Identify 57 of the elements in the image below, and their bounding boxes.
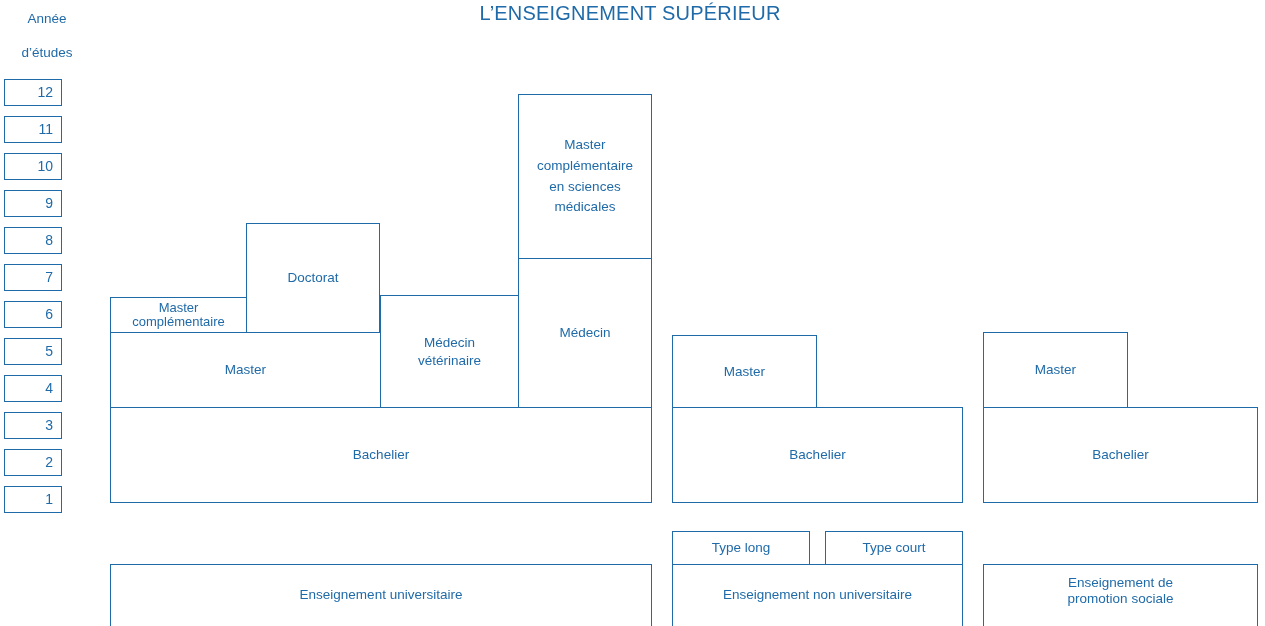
program-box bbox=[110, 297, 247, 333]
sector-box bbox=[672, 564, 963, 626]
program-box bbox=[983, 332, 1128, 409]
type-box bbox=[672, 531, 810, 565]
node-label: Bachelier bbox=[789, 445, 846, 464]
node-label: Enseignement universitaire bbox=[299, 586, 463, 604]
year-number: 7 bbox=[45, 267, 53, 287]
year-box bbox=[4, 338, 62, 365]
year-box bbox=[4, 412, 62, 439]
year-number: 9 bbox=[45, 193, 53, 213]
program-box bbox=[672, 335, 817, 409]
sector-box bbox=[110, 564, 652, 626]
year-number: 6 bbox=[45, 304, 53, 324]
node-label: Master bbox=[723, 362, 766, 381]
node-label: Master bbox=[224, 360, 267, 379]
node-label: Master complémentaire en sciences médicales bbox=[535, 135, 634, 217]
year-number: 4 bbox=[45, 378, 53, 398]
year-box bbox=[4, 264, 62, 291]
program-box bbox=[518, 94, 652, 259]
node-label: Bachelier bbox=[352, 445, 410, 464]
year-box bbox=[4, 190, 62, 217]
program-box bbox=[672, 407, 963, 503]
year-box bbox=[4, 79, 62, 106]
year-number: 10 bbox=[37, 156, 53, 176]
year-box bbox=[4, 301, 62, 328]
axis-title: Année d’études bbox=[20, 10, 74, 62]
program-box bbox=[110, 407, 652, 503]
program-box bbox=[983, 407, 1258, 503]
node-label: Médecin bbox=[559, 323, 611, 342]
year-number: 11 bbox=[38, 119, 53, 139]
program-box bbox=[246, 223, 380, 334]
year-box bbox=[4, 449, 62, 476]
year-number: 3 bbox=[45, 415, 53, 435]
node-label: Enseignement non universitaire bbox=[722, 586, 913, 604]
diagram-title: L’ENSEIGNEMENT SUPÉRIEUR bbox=[478, 1, 782, 25]
node-label: Type court bbox=[862, 538, 926, 557]
program-box bbox=[110, 332, 381, 408]
node-label: Doctorat bbox=[287, 269, 339, 288]
year-box bbox=[4, 153, 62, 180]
year-number: 2 bbox=[45, 452, 53, 472]
type-box bbox=[825, 531, 963, 565]
year-box bbox=[4, 227, 62, 254]
year-box bbox=[4, 116, 62, 143]
node-label: Type long bbox=[711, 538, 771, 557]
year-number: 1 bbox=[45, 489, 53, 509]
year-box bbox=[4, 375, 62, 402]
node-label: Master complémentaire bbox=[131, 300, 226, 330]
year-number: 12 bbox=[37, 82, 53, 102]
node-label: Master bbox=[1034, 361, 1077, 380]
node-label: Bachelier bbox=[1092, 445, 1149, 464]
node-label: Enseignement de promotion sociale bbox=[1066, 575, 1175, 608]
sector-box bbox=[983, 564, 1258, 626]
year-number: 5 bbox=[45, 341, 53, 361]
program-box bbox=[518, 258, 652, 408]
year-box bbox=[4, 486, 62, 513]
year-number: 8 bbox=[45, 230, 53, 250]
node-label: Médecin vétérinaire bbox=[417, 333, 482, 370]
